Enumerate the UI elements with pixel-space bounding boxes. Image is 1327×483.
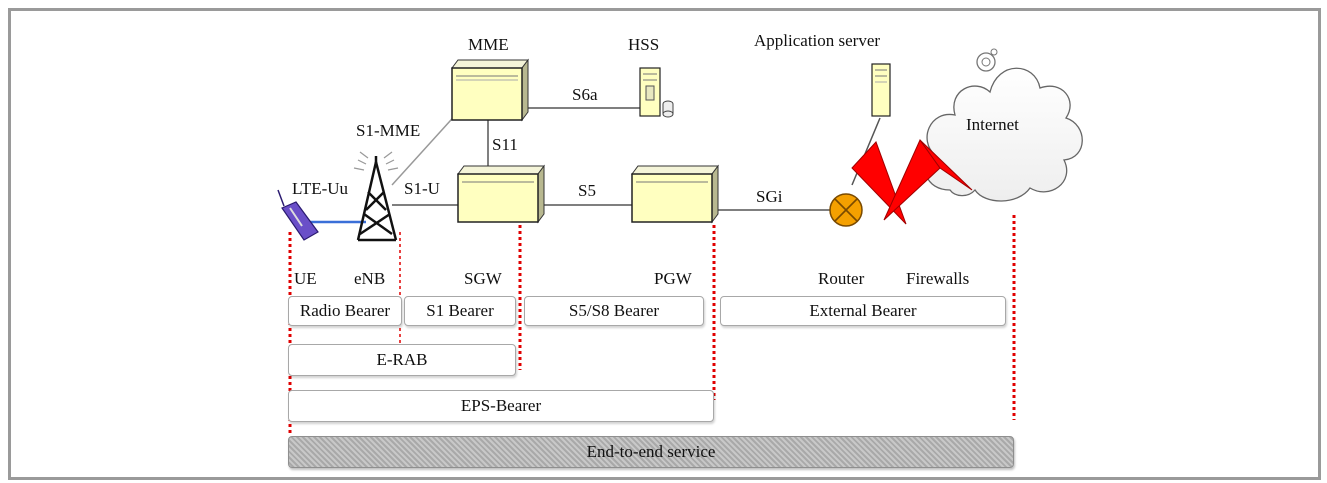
- s1-mme-link: [391, 109, 461, 186]
- firewalls-label: Firewalls: [906, 269, 970, 288]
- internet-cloud-icon: [925, 48, 1083, 202]
- mme-server-icon: [451, 58, 529, 122]
- router-icon: [829, 193, 863, 227]
- app-server-link: [851, 117, 881, 186]
- end-to-end-service-label: End-to-end service: [586, 442, 716, 461]
- s1-mme-interface-label: S1-MME: [356, 121, 421, 140]
- radio-bearer-label: Radio Bearer: [299, 301, 391, 320]
- end-to-end-service-box: End-to-end service: [288, 436, 1014, 468]
- hss-server-icon: [639, 67, 674, 118]
- ue-label: UE: [294, 269, 317, 288]
- application-server-icon: [871, 63, 891, 117]
- radio-bearer-box: Radio Bearer: [288, 296, 402, 326]
- pgw-server-icon: [631, 164, 719, 224]
- eps-bearer-label: EPS-Bearer: [460, 396, 542, 415]
- s1-u-interface-label: S1-U: [404, 179, 440, 198]
- connection-lines: [391, 107, 881, 211]
- sgw-server-icon: [457, 164, 545, 224]
- lte-uu-interface-label: LTE-Uu: [292, 179, 349, 198]
- sgw-label: SGW: [464, 269, 502, 288]
- enb-tower-icon: [353, 151, 399, 242]
- sgi-interface-label: SGi: [756, 187, 783, 206]
- s5-interface-label: S5: [578, 181, 596, 200]
- router-label: Router: [818, 269, 865, 288]
- enb-label: eNB: [354, 269, 386, 288]
- s1-bearer-label: S1 Bearer: [426, 301, 494, 320]
- s5s8-bearer-box: S5/S8 Bearer: [524, 296, 704, 326]
- s5s8-bearer-label: S5/S8 Bearer: [568, 301, 660, 320]
- s11-interface-label: S11: [492, 135, 518, 154]
- s1-bearer-box: S1 Bearer: [404, 296, 516, 326]
- internet-label: Internet: [966, 115, 1019, 134]
- firewalls-icon: [851, 139, 973, 225]
- eps-bearer-box: EPS-Bearer: [288, 390, 714, 422]
- external-bearer-label: External Bearer: [809, 301, 917, 320]
- e-rab-box: E-RAB: [288, 344, 516, 376]
- application-server-label: Application server: [754, 31, 881, 50]
- ue-phone-icon: [277, 189, 319, 241]
- mme-label: MME: [468, 35, 509, 54]
- pgw-label: PGW: [654, 269, 692, 288]
- s6a-interface-label: S6a: [572, 85, 598, 104]
- e-rab-label: E-RAB: [376, 350, 428, 369]
- hss-label: HSS: [628, 35, 660, 54]
- external-bearer-box: External Bearer: [720, 296, 1006, 326]
